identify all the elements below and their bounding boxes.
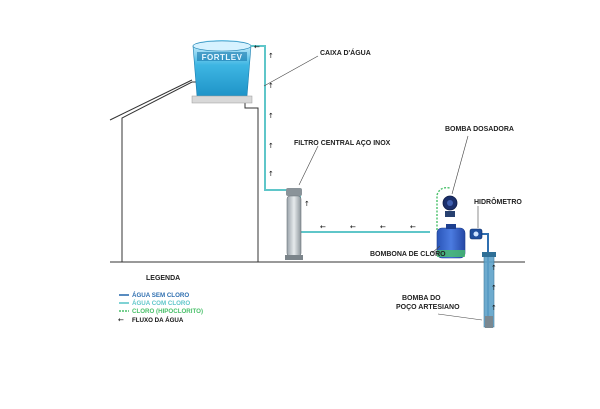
label-bombona: BOMBONA DE CLORO bbox=[370, 251, 446, 258]
label-bomba-poco-2: POÇO ARTESIANO bbox=[396, 304, 460, 311]
callout-caixa bbox=[263, 55, 319, 87]
label-hidrometro: HIDRÔMETRO bbox=[474, 197, 522, 206]
label-bomba-dosadora: BOMBA DOSADORA bbox=[445, 126, 514, 133]
chlorine-drum bbox=[436, 224, 466, 259]
hydrometer bbox=[469, 228, 483, 240]
callout-dosadora bbox=[451, 135, 469, 195]
flow-arrow-icon: ← bbox=[380, 223, 386, 231]
legend-item-no-chlorine: ÁGUA SEM CLORO bbox=[132, 292, 189, 299]
label-bomba-poco-1: BOMBA DO bbox=[402, 295, 441, 302]
water-tank: FORTLEV bbox=[191, 40, 253, 104]
flow-arrow-icon: ← bbox=[350, 223, 356, 231]
pipe-filter-tank bbox=[251, 45, 290, 191]
legend-item-hypochlorite: CLORO (HIPOCLORITO) bbox=[132, 308, 203, 315]
flow-arrow-icon: ← bbox=[254, 43, 260, 51]
tank-brand-text: FORTLEV bbox=[202, 53, 243, 62]
label-filtro: FILTRO CENTRAL AÇO INOX bbox=[294, 140, 391, 147]
flow-arrow-icon: ↑ bbox=[268, 52, 274, 60]
pipe-chlorine-dosing bbox=[436, 186, 451, 230]
label-caixa: CAIXA D'ÁGUA bbox=[320, 48, 371, 57]
flow-arrow-icon: ↑ bbox=[491, 284, 497, 292]
legend-item-flow: FLUXO DA ÁGUA bbox=[132, 317, 184, 324]
flow-arrow-icon: ← bbox=[320, 223, 326, 231]
legend-arrow-icon: ← bbox=[118, 316, 124, 324]
flow-arrow-icon: ↑ bbox=[268, 112, 274, 120]
flow-arrows: ↑ ↑ ↑ ↑ ↑ ← ↑ ← ← ← ← ↑ ↑ ↑ bbox=[254, 43, 497, 312]
callout-filtro bbox=[298, 145, 319, 186]
dosing-pump bbox=[442, 195, 458, 217]
legend: LEGENDA ÁGUA SEM CLORO ÁGUA COM CLORO CL… bbox=[118, 275, 203, 324]
flow-arrow-icon: ↑ bbox=[268, 82, 274, 90]
central-filter bbox=[285, 188, 303, 260]
house-roof-eave bbox=[109, 79, 193, 121]
flow-arrow-icon: ↑ bbox=[304, 200, 310, 208]
legend-title: LEGENDA bbox=[146, 275, 180, 282]
flow-arrow-icon: ↑ bbox=[491, 304, 497, 312]
flow-arrow-icon: ↑ bbox=[491, 264, 497, 272]
callout-poco bbox=[437, 313, 483, 321]
legend-item-chlorine: ÁGUA COM CLORO bbox=[132, 300, 190, 307]
flow-arrow-icon: ↑ bbox=[268, 170, 274, 178]
flow-arrow-icon: ↑ bbox=[268, 142, 274, 150]
flow-arrow-icon: ← bbox=[410, 223, 416, 231]
house-outline bbox=[121, 81, 259, 262]
well-pump bbox=[482, 252, 496, 328]
callout-bombona bbox=[431, 245, 441, 254]
